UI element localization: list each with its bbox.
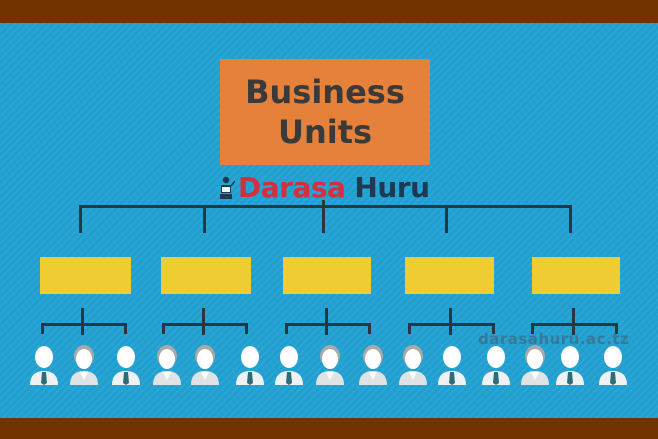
female-employee-icon	[521, 345, 549, 385]
watermark-text: darasahuru.ac.tz	[478, 330, 630, 348]
main-connector-drop-1	[79, 205, 82, 233]
female-employee-icon	[153, 345, 181, 385]
title-line-2: Units	[277, 113, 373, 151]
top-frame-bar	[0, 0, 658, 23]
unit-box-1	[40, 257, 131, 294]
title-line-1: Business	[245, 73, 405, 111]
unit-box-3	[283, 257, 371, 294]
unit-box-2	[161, 257, 251, 294]
female-employee-icon	[191, 345, 219, 385]
main-connector-horizontal	[79, 205, 572, 208]
teacher-icon	[220, 176, 235, 199]
female-employee-icon	[359, 345, 387, 385]
main-connector-drop-4	[445, 205, 448, 233]
male-employee-icon	[556, 346, 584, 385]
logo-text-darasa: Darasa	[238, 171, 346, 204]
male-employee-icon	[482, 346, 510, 385]
darasa-huru-logo: Darasa Huru	[217, 172, 430, 204]
male-employee-icon	[438, 346, 466, 385]
male-employee-icon	[236, 346, 264, 385]
unit-box-5	[532, 257, 620, 294]
female-employee-icon	[70, 345, 98, 385]
business-units-title-box: Business Units	[220, 59, 430, 165]
bottom-frame-bar	[0, 418, 658, 439]
male-employee-icon	[30, 346, 58, 385]
female-employee-icon	[316, 345, 344, 385]
logo-text-huru: Huru	[354, 171, 430, 204]
main-connector-drop-3	[322, 200, 325, 233]
female-employee-icon	[399, 345, 427, 385]
main-connector-drop-5	[569, 205, 572, 233]
male-employee-icon	[275, 346, 303, 385]
male-employee-icon	[599, 346, 627, 385]
unit-box-4	[405, 257, 494, 294]
main-connector-drop-2	[203, 205, 206, 233]
male-employee-icon	[112, 346, 140, 385]
